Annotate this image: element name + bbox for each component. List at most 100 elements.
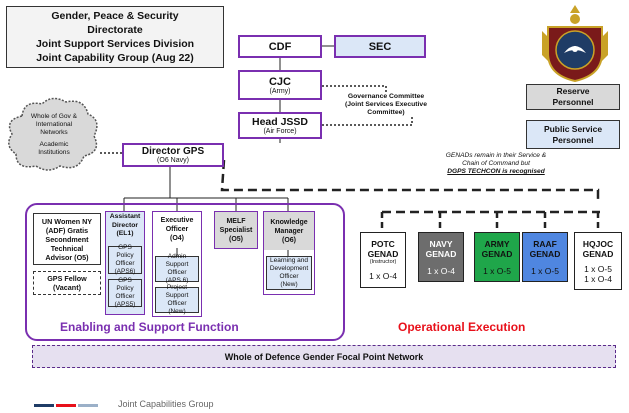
melf-line-2: Specialist: [219, 226, 253, 234]
enabling-support-label: Enabling and Support Function: [60, 320, 239, 334]
genad-raaf-rank: 1 x O-5: [531, 265, 559, 276]
cjc-label: CJC: [268, 75, 291, 88]
enabling-support-panel: [25, 203, 345, 341]
genad-raaf: RAAF GENAD 1 x O-5: [522, 232, 568, 282]
cloud-line-4: Academic: [39, 141, 69, 148]
gps-policy-aps5-line-3: (APS5): [114, 301, 136, 308]
un-women-line-2: (ADF) Gratis: [45, 225, 89, 235]
genad-hqjoc: HQJOC GENAD 1 x O-5 1 x O-4: [574, 232, 622, 290]
executive-officer-box: Executive Officer (O4): [152, 212, 202, 246]
genad-navy-rank: 1 x O-4: [427, 265, 455, 276]
title-line-2: Directorate: [87, 24, 143, 36]
diagram-title: Gender, Peace & Security Directorate Joi…: [6, 6, 224, 68]
admin-support-line-3: (APS 6): [165, 277, 189, 284]
admin-support-officer: Admin Support Officer (APS 6): [155, 253, 199, 284]
gps-fellow-line-1: GPS Fellow: [47, 274, 87, 283]
genad-navy: NAVY GENAD 1 x O-4: [418, 232, 464, 282]
gps-policy-officer-aps6: GPS Policy Officer (APS6): [108, 244, 142, 275]
director-gps-label: Director GPS: [141, 146, 205, 157]
head-jssd-service: (Air Force): [263, 128, 297, 135]
title-line-4: Joint Capability Group (Aug 22): [36, 52, 194, 64]
genads-note: GENADs remain in their Service & Chain o…: [428, 151, 564, 177]
un-women-line-5: Advisor (O5): [45, 252, 89, 262]
cloud-line-2: International: [35, 121, 73, 128]
legend-public-service-personnel: Public Service Personnel: [526, 120, 620, 149]
genads-note-line-2: Chain of Command but: [462, 160, 530, 167]
legend-reserve-line-2: Personnel: [552, 97, 594, 107]
learning-line-2: Development: [269, 265, 309, 272]
head-jssd-label: Head JSSD: [251, 116, 309, 128]
gps-policy-aps6-line-2: Officer: [115, 260, 135, 267]
genad-potc: POTC GENAD (Instructor) 1 x O-4: [360, 232, 406, 288]
genad-potc-name-2: GENAD: [367, 249, 399, 259]
genad-army-rank: 1 x O-5: [483, 265, 511, 276]
footer-stripe-navy: [34, 404, 54, 407]
governance-committee: Governance Committee (Joint Services Exe…: [334, 92, 438, 118]
director-gps-service: (O6 Navy): [157, 157, 189, 164]
knowledge-manager-line-1: Knowledge: [270, 218, 308, 226]
melf-line-1: MELF: [226, 217, 246, 225]
knowledge-manager-column: [263, 211, 315, 295]
genad-potc-rank: 1 x O-4: [369, 271, 397, 281]
admin-support-line-1: Admin Support: [165, 253, 189, 268]
cdf-label: CDF: [268, 40, 292, 53]
assistant-director-line-2: Director: [111, 221, 139, 229]
title-line-3: Joint Support Services Division: [35, 38, 195, 50]
project-support-line-2: Officer: [167, 300, 187, 307]
genad-navy-name-2: GENAD: [425, 248, 457, 259]
knowledge-manager-line-2: Manager: [274, 227, 304, 235]
footer-stripe-grey: [78, 404, 98, 407]
cloud-line-3: Networks: [40, 129, 68, 136]
footer-stripe-red: [56, 404, 76, 407]
governance-line-3: Committee): [367, 109, 405, 116]
legend-reserve-line-1: Reserve: [556, 86, 590, 96]
genad-navy-name-1: NAVY: [429, 238, 453, 249]
project-support-line-1: Project Support: [165, 284, 189, 299]
genad-army-name-2: GENAD: [481, 248, 513, 259]
operational-execution-label: Operational Execution: [398, 320, 526, 334]
gps-policy-officer-aps5: GPS Policy Officer (APS5): [108, 277, 142, 308]
director-gps-box: Director GPS (O6 Navy): [122, 143, 224, 167]
project-support-line-3: (New): [168, 308, 186, 315]
cdf-box: CDF: [238, 35, 322, 58]
executive-officer-line-3: (O4): [170, 234, 184, 242]
admin-support-line-2: Officer: [167, 269, 187, 276]
gps-fellow-line-2: (Vacant): [53, 283, 81, 292]
learning-development-officer: Learning and Development Officer (New): [266, 256, 312, 290]
genad-raaf-name-1: RAAF: [533, 238, 557, 249]
title-line-1: Gender, Peace & Security: [51, 10, 179, 22]
gps-policy-aps5-line-2: Officer: [115, 293, 135, 300]
melf-line-3: (O5): [229, 235, 243, 243]
network-bar-label: Whole of Defence Gender Focal Point Netw…: [224, 351, 424, 362]
un-women-line-3: Secondment: [45, 234, 89, 244]
footer-label: Joint Capabilities Group: [118, 399, 214, 409]
project-support-officer: Project Support Officer (New): [155, 284, 199, 315]
legend-reserve-personnel: Reserve Personnel: [526, 84, 620, 110]
melf-specialist-box: MELF Specialist (O5): [214, 211, 258, 249]
genad-hqjoc-rank-2: 1 x O-4: [584, 273, 612, 284]
cloud-line-1: Whole of Gov &: [30, 113, 78, 120]
genad-raaf-name-2: GENAD: [529, 248, 561, 259]
cloud-line-5: Institutions: [38, 149, 70, 156]
learning-line-1: Learning and: [270, 257, 308, 264]
genad-hqjoc-rank-1: 1 x O-5: [584, 263, 612, 274]
assistant-director-line-1: Assistant: [109, 213, 141, 221]
knowledge-manager-line-3: (O6): [282, 236, 296, 244]
cjc-box: CJC (Army): [238, 70, 322, 100]
legend-public-line-2: Personnel: [552, 134, 594, 145]
cjc-service: (Army): [269, 87, 291, 95]
defence-crest-logo: [540, 3, 610, 83]
un-women-line-1: UN Women NY: [41, 216, 93, 226]
executive-officer-line-1: Executive: [160, 216, 194, 224]
genad-hqjoc-name-2: GENAD: [582, 248, 614, 259]
genad-hqjoc-name-1: HQJOC: [582, 238, 614, 249]
gps-policy-aps5-line-1: GPS Policy: [116, 277, 134, 292]
networks-cloud: Whole of Gov & International Networks Ac…: [4, 94, 102, 174]
genad-army: ARMY GENAD 1 x O-5: [474, 232, 520, 282]
genads-note-line-1: GENADs remain in their Service &: [445, 152, 547, 159]
learning-line-3: Officer: [279, 273, 299, 280]
un-women-box: UN Women NY (ADF) Gratis Secondment Tech…: [33, 213, 101, 265]
executive-officer-column: [152, 211, 202, 317]
gps-fellow-box: GPS Fellow (Vacant): [33, 271, 101, 295]
governance-line-1: Governance Committee: [347, 93, 425, 100]
